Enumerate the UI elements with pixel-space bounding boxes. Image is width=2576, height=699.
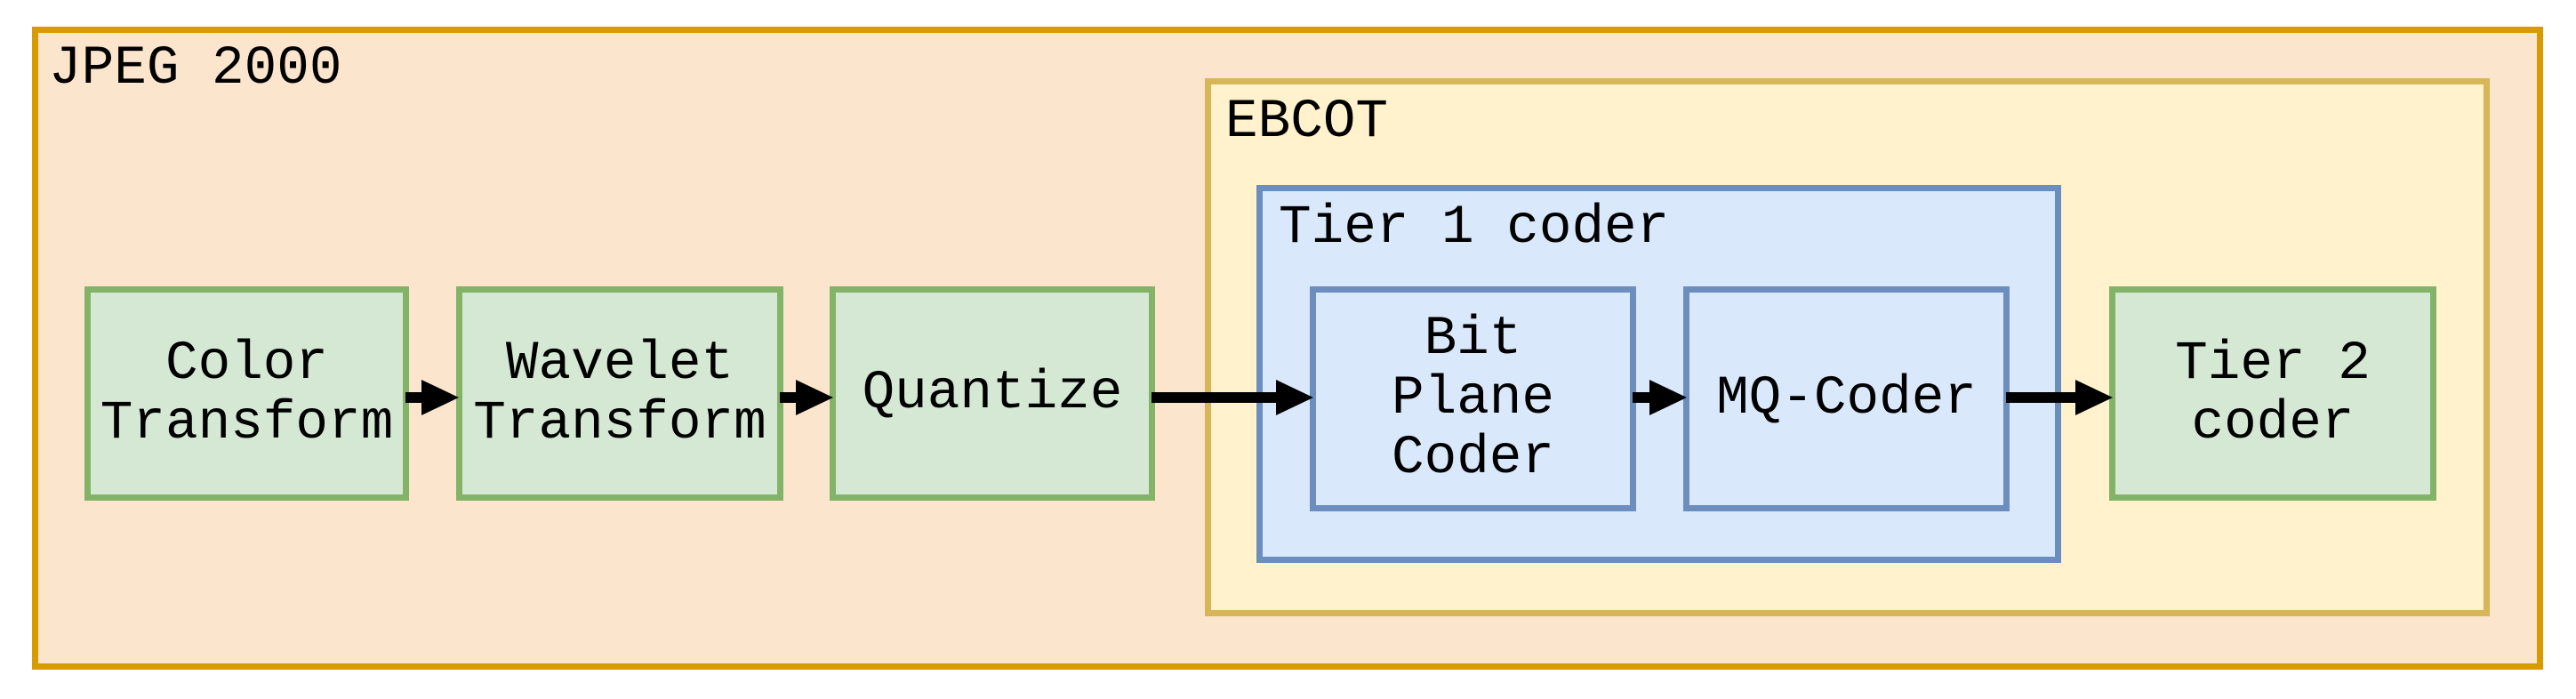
arrowhead-icon [1276,380,1313,415]
arrow-mqcoder-to-tier2 [2006,380,2113,415]
arrow-quantize-to-bitplane [1152,380,1313,415]
group-label-tier1-coder: Tier 1 coder [1279,197,1670,259]
group-label-jpeg2000: JPEG 2000 [49,38,342,100]
node-color-transform: Color Transform [84,286,409,501]
arrow-shaft [1152,392,1283,403]
arrow-bitplane-to-mqcoder [1633,380,1687,415]
arrowhead-icon [796,380,833,415]
node-mq-coder: MQ-Coder [1683,286,2010,511]
node-wavelet-transform: Wavelet Transform [456,286,783,501]
arrowhead-icon [421,380,459,415]
node-bit-plane-coder: Bit Plane Coder [1310,286,1636,511]
node-quantize: Quantize [830,286,1155,501]
arrow-shaft [2006,392,2082,403]
arrow-color-to-wavelet [405,380,459,415]
group-label-ebcot: EBCOT [1225,92,1389,153]
arrow-wavelet-to-quantize [780,380,833,415]
arrowhead-icon [2075,380,2113,415]
node-tier2-coder: Tier 2 coder [2109,286,2436,501]
arrowhead-icon [1649,380,1687,415]
